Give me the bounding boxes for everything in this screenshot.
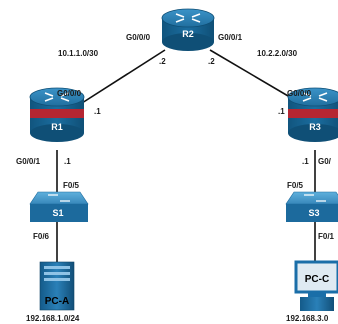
pc-c[interactable]: PC-C — [294, 260, 338, 311]
router-r3[interactable]: R3 — [287, 87, 338, 142]
s3-bottom-port: F0/1 — [318, 232, 335, 241]
link-r2-r3-subnet: 10.2.2.0/30 — [257, 49, 298, 58]
r3-bottom-interface: G0/ — [318, 157, 332, 166]
link-r2-r1-subnet: 10.1.1.0/30 — [58, 49, 99, 58]
switch-icon — [29, 191, 89, 222]
router-icon — [29, 87, 85, 142]
switch-s3[interactable]: S3 — [285, 191, 338, 222]
pc-c-lan: 192.168.3.0 — [286, 314, 329, 323]
router-r1-label: R1 — [51, 122, 63, 132]
r3-top-interface: G0/0/0 — [287, 89, 312, 98]
r2-left-ip: .2 — [159, 57, 166, 66]
link-r2-r1 — [81, 49, 166, 104]
s3-top-port: F0/5 — [287, 181, 304, 190]
pc-tower-icon — [39, 261, 75, 311]
switch-s1[interactable]: S1 — [29, 191, 89, 222]
r1-bottom-ip: .1 — [64, 157, 71, 166]
r1-bottom-interface: G0/0/1 — [16, 157, 41, 166]
pc-a[interactable]: PC-A — [39, 261, 75, 311]
r3-bottom-ip: .1 — [302, 157, 309, 166]
r1-top-ip: .1 — [94, 107, 101, 116]
router-icon — [287, 87, 338, 142]
r2-left-interface: G0/0/0 — [126, 33, 151, 42]
links — [56, 49, 316, 262]
router-r2[interactable]: R2 — [161, 8, 215, 51]
pc-c-label: PC-C — [305, 274, 329, 285]
s1-top-port: F0/5 — [63, 181, 80, 190]
router-r3-label: R3 — [309, 122, 321, 132]
router-r2-label: R2 — [182, 29, 194, 39]
pc-a-lan: 192.168.1.0/24 — [26, 314, 80, 323]
switch-s1-label: S1 — [52, 208, 63, 218]
pc-monitor-icon — [294, 260, 338, 311]
r2-right-interface: G0/0/1 — [218, 33, 243, 42]
r3-top-ip: .1 — [278, 107, 285, 116]
router-icon — [161, 8, 215, 51]
r2-right-ip: .2 — [208, 57, 215, 66]
r1-top-interface: G0/0/0 — [57, 89, 82, 98]
s1-bottom-port: F0/6 — [33, 232, 50, 241]
link-r2-r3 — [209, 49, 301, 104]
switch-s3-label: S3 — [308, 208, 319, 218]
labels: G0/0/0 G0/0/1 .2 .2 10.1.1.0/30 10.2.2.0… — [16, 33, 335, 323]
router-r1[interactable]: R1 — [29, 87, 85, 142]
switch-icon — [285, 191, 338, 222]
pc-a-label: PC-A — [45, 296, 69, 307]
